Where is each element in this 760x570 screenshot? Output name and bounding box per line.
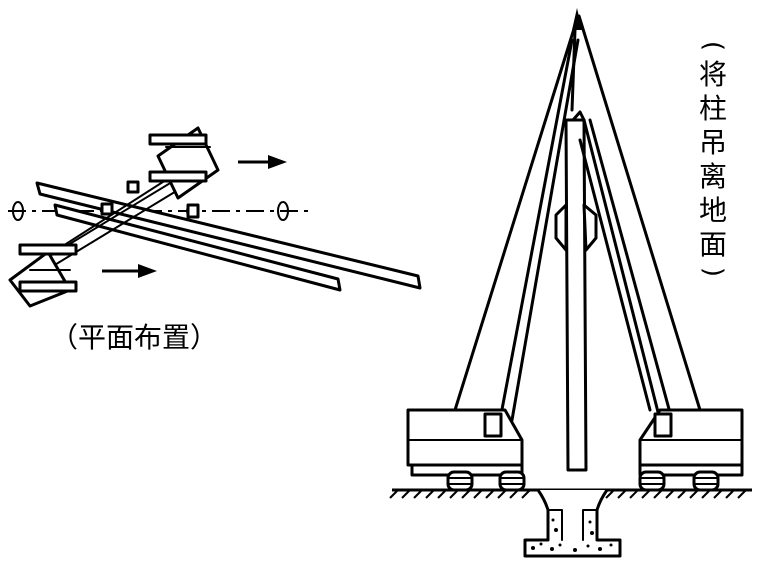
boom-apex (572, 8, 582, 30)
elevation-view: ( 将 柱 吊 离 地 面 ) (389, 8, 752, 558)
side-label: ( 将 柱 吊 离 地 面 ) (698, 41, 728, 277)
plan-column-lower (53, 203, 342, 292)
column-corbel (582, 203, 598, 252)
side-label-char-6: 面 (699, 228, 727, 261)
side-label-close: ) (698, 267, 728, 277)
crane-right (577, 14, 744, 492)
side-label-char-3: 吊 (699, 126, 727, 159)
plan-crane-top (148, 126, 220, 200)
plan-marker-right (277, 201, 289, 221)
crane-left-wheels (446, 470, 526, 492)
column-corbel-left (554, 203, 568, 252)
plan-joint-a (126, 180, 140, 194)
side-label-char-2: 柱 (699, 92, 727, 125)
crane-left-cab (406, 408, 524, 467)
plan-view: （平面布置） (8, 126, 422, 354)
crane-right-track-frame (638, 463, 744, 477)
side-label-char-4: 离 (699, 160, 727, 193)
crane-right-wheels (638, 470, 720, 492)
plan-crane-top-track-a (148, 133, 208, 146)
plan-label: （平面布置） (50, 321, 218, 354)
plan-arrow-bottom (102, 264, 157, 278)
plan-arrow-top (238, 155, 287, 169)
plan-crane-bottom-track-b (18, 280, 78, 293)
plan-crane-bottom (8, 243, 78, 308)
crane-left (406, 14, 580, 492)
foundation-footing (523, 489, 622, 558)
column (554, 110, 598, 472)
plan-marker-left (12, 201, 24, 221)
plan-crane-bottom-track-a (18, 243, 78, 256)
plan-column-upper (35, 181, 422, 290)
plan-joint-c (186, 203, 200, 219)
plan-crane-top-track-b (148, 170, 208, 183)
side-label-char-5: 地 (699, 194, 727, 227)
side-label-char-1: 将 (699, 58, 727, 91)
plan-joint-b (100, 202, 114, 216)
side-label-open: ( (698, 41, 728, 51)
